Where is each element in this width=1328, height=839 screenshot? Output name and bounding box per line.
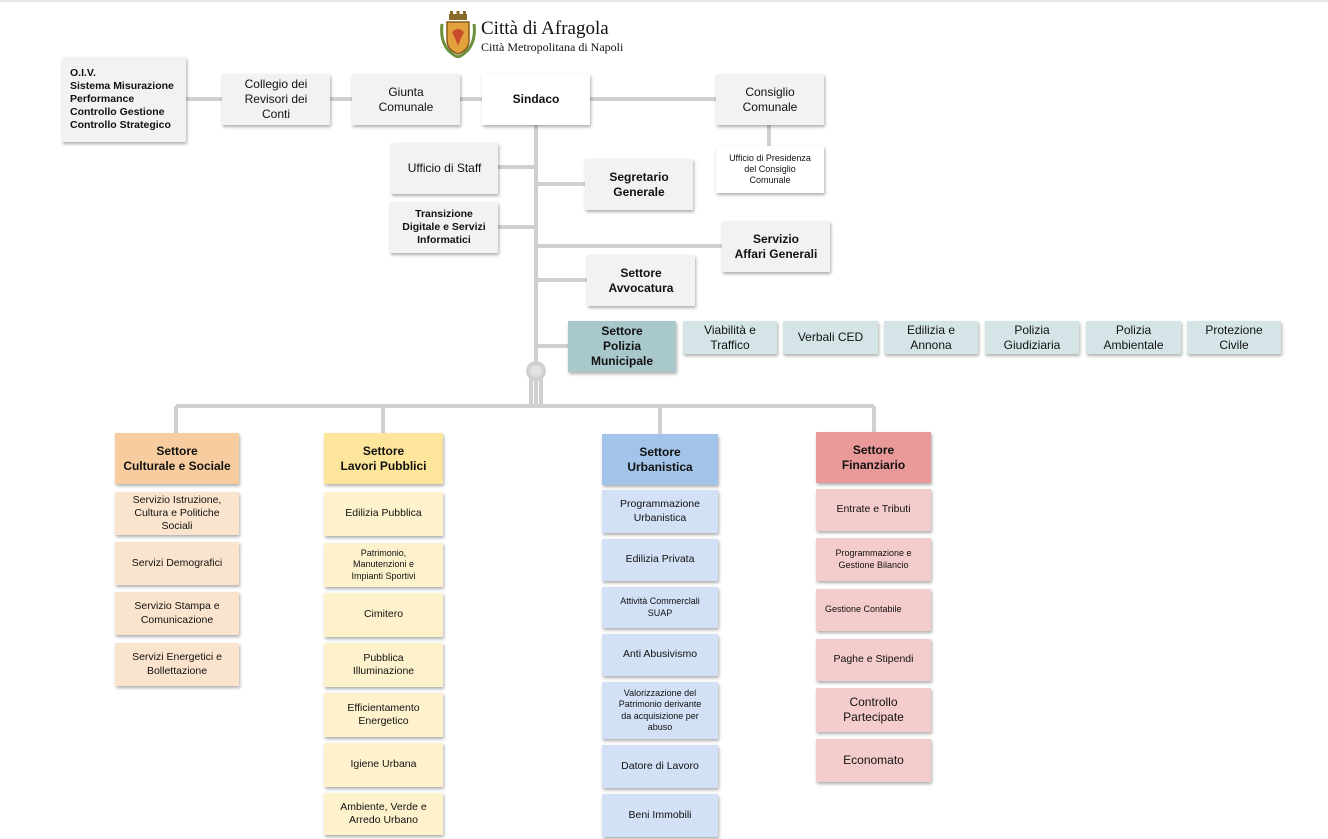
settore-culturale-item: Servizio Istruzione, Cultura e Politiche… — [115, 492, 239, 535]
settore-urbanistica-item: Beni Immobili — [602, 794, 718, 837]
settore-culturale-item: Servizi Demografici — [115, 542, 239, 585]
polizia-item: Verbali CED — [783, 321, 878, 354]
settore-urbanistica-item: Attività Commerclali SUAP — [602, 587, 718, 628]
coat-of-arms-icon — [440, 11, 476, 58]
settore-lavori-item: Efficientamento Energetico — [324, 693, 443, 737]
affari-generali-box: Servizio Affari Generali — [722, 221, 830, 272]
settore-lavori-head: Settore Lavori Pubblici — [324, 433, 443, 484]
settore-finanziario-item: Gestione Contabile — [816, 589, 931, 631]
giunta-comunale-box: Giunta Comunale — [352, 74, 460, 125]
ufficio-presidenza-box: Ufficio di Presidenza del Consiglio Comu… — [716, 146, 824, 193]
settore-urbanistica-head: Settore Urbanistica — [602, 434, 718, 485]
settore-finanziario-head: Settore Finanziario — [816, 432, 931, 483]
settore-lavori-item: Ambiente, Verde e Arredo Urbano — [324, 793, 443, 835]
oiv-box: O.I.V. Sistema Misurazione Performance C… — [62, 57, 186, 142]
settore-finanziario-item: Paghe e Stipendi — [816, 639, 931, 681]
polizia-item: Protezione Civile — [1187, 321, 1281, 354]
polizia-item: Viabilità e Traffico — [683, 321, 777, 354]
transizione-digitale-box: Transizione Digitale e Servizi Informati… — [390, 202, 498, 253]
avvocatura-box: Settore Avvocatura — [587, 255, 695, 306]
top-border — [0, 0, 1328, 2]
polizia-municipale-head: Settore Polizia Municipale — [568, 321, 676, 372]
header: Città di Afragola Città Metropolitana di… — [438, 10, 658, 58]
settore-finanziario-item: Economato — [816, 739, 931, 782]
header-subtitle: Città Metropolitana di Napoli — [481, 40, 624, 54]
polizia-item: Edilizia e Annona — [884, 321, 978, 354]
settore-urbanistica-item: Programmazione Urbanistica — [602, 490, 718, 533]
settore-lavori-item: Edilizia Pubblica — [324, 492, 443, 536]
settore-finanziario-item: Controllo Partecipate — [816, 688, 931, 732]
settore-culturale-item: Servizi Energetici e Bollettazione — [115, 643, 239, 686]
settore-culturale-head: Settore Culturale e Sociale — [115, 433, 239, 484]
settore-urbanistica-item: Edilizia Privata — [602, 539, 718, 581]
polizia-item: Polizia Giudiziaria — [985, 321, 1079, 354]
settore-urbanistica-item: Valorizzazione del Patrimonio derivante … — [602, 682, 718, 739]
consiglio-comunale-box: Consiglio Comunale — [716, 74, 824, 125]
settore-lavori-item: Patrimonio, Manutenzioni e Impianti Spor… — [324, 543, 443, 587]
settore-lavori-item: Igiene Urbana — [324, 743, 443, 787]
settore-finanziario-item: Programmazione e Gestione Bilancio — [816, 538, 931, 581]
segretario-generale-box: Segretario Generale — [585, 159, 693, 210]
ufficio-staff-box: Ufficio di Staff — [391, 143, 498, 194]
settore-urbanistica-item: Datore di Lavoro — [602, 745, 718, 788]
sindaco-box: Sindaco — [482, 74, 590, 125]
header-title: Città di Afragola — [481, 18, 609, 39]
settore-lavori-item: Pubblica Illuminazione — [324, 643, 443, 687]
collegio-revisori-box: Collegio dei Revisori dei Conti — [222, 74, 330, 125]
settore-urbanistica-item: Anti Abusivismo — [602, 634, 718, 676]
settore-lavori-item: Cimitero — [324, 593, 443, 637]
settore-finanziario-item: Entrate e Tributi — [816, 489, 931, 531]
polizia-item: Polizia Ambientale — [1086, 321, 1181, 354]
settore-culturale-item: Servizio Stampa e Comunicazione — [115, 592, 239, 635]
